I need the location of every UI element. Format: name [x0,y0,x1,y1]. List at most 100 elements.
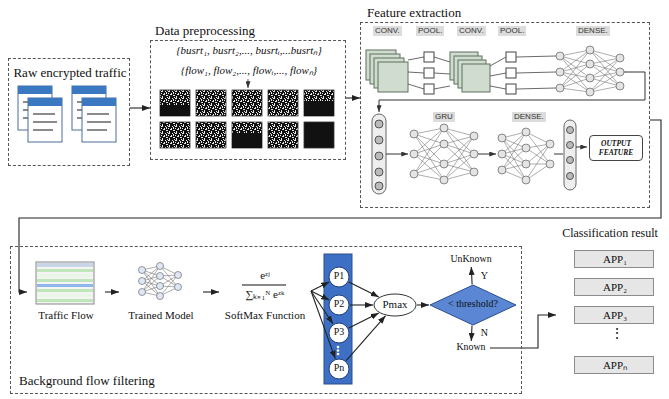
result-text-node: UnKnown [446,253,496,267]
dense-network [616,54,624,62]
traffic-images [232,90,262,116]
diamond-shape [430,285,516,325]
file-icons [28,98,62,142]
probability-text: P1 [334,270,345,282]
traffic-images [268,122,298,148]
vector-column [567,157,574,164]
gru-network [440,176,448,184]
file-icons [28,98,62,106]
traffic-screenshot [36,262,94,304]
layer-label: POOL. [416,26,444,36]
node-caption: Trained Model [128,309,193,322]
dense-network [616,82,624,90]
node-caption: Traffic Flow [38,309,93,322]
traffic-screenshot [37,284,93,287]
decision-text: < threshold? [448,298,498,310]
dense-network [522,160,530,168]
output-box: OUTPUT FEATURE [589,135,643,161]
probability-circle: P1 [328,266,350,288]
file-icons [72,86,106,94]
model-network [175,284,182,291]
formula-numerator: eᶻʲ [260,269,270,282]
layer-label: POOL. [498,26,526,36]
probability-text: P3 [334,326,345,338]
model-network [175,272,182,279]
connector-arrow [490,315,556,348]
traffic-images [248,79,249,88]
vector-column [372,114,386,194]
dense-network [586,60,594,68]
connector-arrow [19,120,661,292]
model-node: Trained Model [119,259,203,325]
traffic-images [160,79,334,148]
traffic-screenshot [37,299,93,302]
flow-set: {flow₁, flow₂,..., flowᵢ,..., flowₙ} [181,64,317,77]
vector-column [375,182,383,190]
gru-network [440,160,448,168]
gru-network [440,124,448,132]
cnn-layers [434,57,450,89]
connector-arrow [349,282,379,297]
vector-column [372,114,408,194]
gru-network [470,150,478,158]
traffic-images [268,90,298,116]
connector-arrow [105,291,119,292]
probability-circle: Pn [328,358,350,380]
traffic-images [304,101,334,116]
probability-circle: P2 [328,294,350,316]
vector-column [564,120,576,190]
connector-arrow [350,304,373,305]
output-text: OUTPUT FEATURE [590,139,642,157]
stage-title: Raw encrypted traffic [13,65,126,81]
traffic-screenshot [37,279,93,282]
edge-label: N [481,327,488,339]
model-network [157,283,164,290]
dense-network [498,128,554,184]
gru-network [410,130,418,138]
file-icons [18,86,116,142]
stage-box: Raw encrypted traffic [8,58,130,166]
circle-shape [329,295,349,315]
layer-label: GRU [433,112,455,122]
layer-link [379,72,645,112]
gru-network [470,132,478,140]
gru-network [410,170,418,178]
model-network [139,263,182,300]
connector-arrow [203,291,219,292]
gru-network [478,154,496,155]
probability-bar [324,254,352,384]
layer-label: DENSE. [576,26,610,36]
vector-column [567,127,574,134]
dense-network [556,84,564,92]
model-network [139,289,146,296]
layer-label: DENSE. [512,112,546,122]
traffic-images [232,133,262,148]
connector-arrow [311,282,329,291]
vector-column [375,136,383,144]
vector-column [567,173,574,180]
file-icons [18,86,52,94]
traffic-images [160,122,190,148]
ellipsis-dots [337,346,340,349]
cnn-layers [506,84,516,94]
ellipsis-dots [337,346,340,356]
traffic-images [196,122,226,148]
vector-column [375,120,383,128]
model-network [142,266,178,296]
app-box: APP₂ [574,278,654,296]
connector-arrow [349,313,379,328]
dense-network [556,46,624,96]
traffic-screenshot [37,274,93,277]
gru-network [440,140,448,148]
connector-arrow [417,304,429,305]
softmax-node: eᶻʲ∑ₖ₌₁ᴺ eᶻᵏSoftMax Function [219,259,311,325]
cnn-layers [506,68,516,78]
layer-label: CONV. [373,26,402,36]
probability-circle: P3 [328,322,350,344]
vector-column [375,168,383,176]
app-label: APP₁ [603,253,627,266]
cnn-layers [408,57,424,89]
model-network [139,263,182,300]
max-text: Pmax [382,298,407,311]
dense-network [498,134,506,142]
